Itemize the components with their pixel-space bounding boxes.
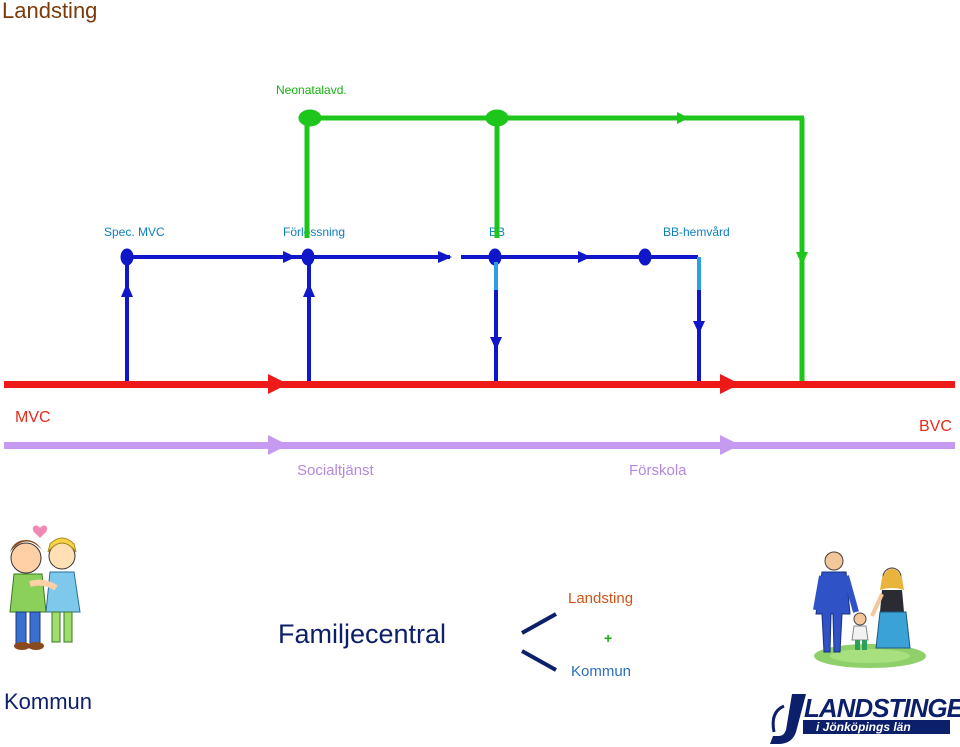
mvc-arrow-1 bbox=[268, 374, 288, 394]
hugging-children-illustration bbox=[9, 525, 81, 650]
forl-node bbox=[301, 248, 315, 266]
social-arrow-2 bbox=[720, 435, 740, 455]
mvc-label: MVC bbox=[15, 409, 51, 426]
bb-hemvard-label: BB-hemvård bbox=[663, 225, 730, 239]
bracket-upper bbox=[521, 612, 557, 635]
mvc-bvc-path bbox=[4, 374, 955, 394]
kommun-title: Kommun bbox=[4, 689, 93, 714]
social-path bbox=[4, 435, 955, 455]
social-line bbox=[4, 442, 955, 449]
familjecentral-label: Familjecentral bbox=[278, 619, 447, 649]
bracket-lower bbox=[521, 649, 557, 672]
socialtjanst-label: Socialtjänst bbox=[297, 462, 374, 479]
spec-to-forl-arrow bbox=[283, 251, 296, 263]
logo-line1: LANDSTINGET bbox=[804, 693, 960, 723]
neonatal-arrow-right bbox=[677, 112, 689, 124]
combination-bracket bbox=[521, 612, 557, 672]
spec-mvc-node bbox=[120, 248, 134, 266]
combination-landsting: Landsting bbox=[568, 590, 634, 607]
spec-mvc-label: Spec. MVC bbox=[104, 225, 165, 239]
bb-down-arrow bbox=[490, 337, 502, 350]
bb-to-hem-arrow bbox=[578, 251, 591, 263]
combination-kommun: Kommun bbox=[571, 663, 632, 680]
social-arrow-1 bbox=[268, 435, 288, 455]
forl-to-bb-arrow bbox=[438, 251, 452, 263]
hem-node bbox=[638, 248, 652, 266]
landstinget-logo: LANDSTINGET i Jönköpings län bbox=[770, 693, 960, 744]
neonatal-node-2 bbox=[485, 109, 509, 127]
bvc-label: BVC bbox=[919, 418, 952, 435]
landsting-title: Landsting bbox=[2, 0, 98, 23]
forl-up-arrow bbox=[303, 283, 315, 297]
family-illustration bbox=[813, 551, 926, 668]
neonatal-node-1 bbox=[298, 109, 322, 127]
forskola-label: Förskola bbox=[629, 462, 687, 479]
mvc-bvc-line bbox=[4, 381, 955, 388]
neonatal-path bbox=[298, 109, 808, 382]
neonatal-arrow-down bbox=[796, 252, 808, 265]
spec-mvc-up-arrow bbox=[121, 283, 133, 297]
forlossning-label: Förlossning bbox=[283, 225, 346, 239]
hem-down-arrow bbox=[693, 321, 705, 334]
combination-plus: + bbox=[604, 630, 613, 646]
logo-line2: i Jönköpings län bbox=[816, 720, 911, 734]
mvc-arrow-2 bbox=[720, 374, 740, 394]
neonatal-label: Neonatalavd. bbox=[276, 83, 347, 97]
care-path bbox=[120, 248, 705, 382]
